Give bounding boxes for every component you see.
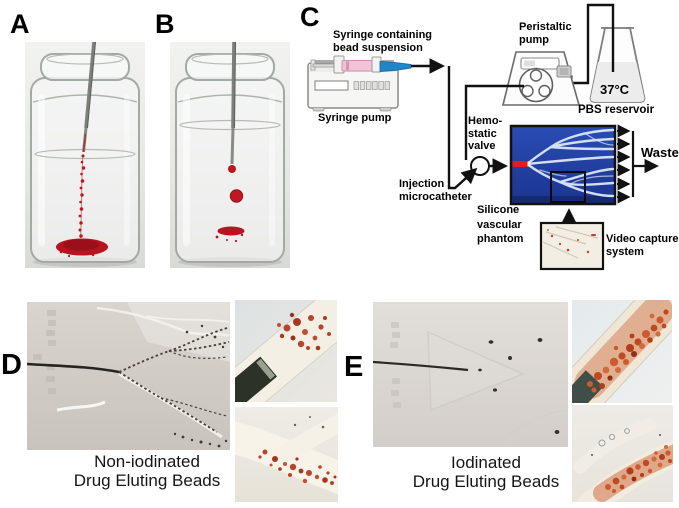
syringe-icon [310, 55, 412, 74]
hemostatic-valve-label-line2: static [468, 127, 497, 140]
small-specks [591, 434, 661, 456]
silicone-phantom-label-line3: phantom [477, 233, 524, 245]
pbs-reservoir-label: PBS reservoir [578, 104, 655, 116]
panel-d-inset-catheter-tip [235, 300, 337, 402]
waste-label: Waste [641, 145, 679, 160]
panel-e-caption-line2: Drug Eluting Beads [412, 471, 560, 491]
syringe-suspension-label-line2: bead suspension [333, 41, 423, 54]
embossed-text-marks [390, 322, 401, 408]
hemostatic-valve-label-line3: valve [468, 140, 496, 152]
bead-cluster [605, 445, 672, 493]
peristaltic-pump-label-line2: pump [519, 33, 549, 46]
panel-d-photo-phantom-noniodinated [27, 302, 230, 450]
panel-c-label: C [300, 2, 320, 32]
panel-b-photo-vial-discrete-drops [170, 42, 290, 268]
panel-d-caption: Non-iodinated Drug Eluting Beads [57, 452, 237, 490]
hemostatic-valve-label-line1: Hemo- [468, 115, 503, 127]
panel-d-inset-bifurcation [235, 407, 338, 502]
pump-display [314, 80, 349, 91]
tubing-pump-to-valve [464, 84, 524, 160]
waste-outlet-arrows [617, 124, 659, 204]
hemostatic-valve-label: Hemo- static valve [468, 115, 502, 153]
video-capture-region-outline [550, 171, 586, 203]
injection-microcatheter-label-line2: microcatheter [399, 190, 472, 203]
injection-needle [230, 42, 236, 165]
video-capture-box [539, 221, 605, 271]
falling-bead-drops [215, 165, 245, 243]
peristaltic-pump-label: Peristaltic pump [519, 21, 572, 46]
syringe-pump-label: Syringe pump [318, 112, 392, 124]
injection-microcatheter-line [447, 66, 478, 190]
syringe-pump-icon [307, 55, 412, 112]
panel-e-photo-phantom-iodinated [373, 302, 568, 447]
glass-vial [30, 53, 140, 263]
peristaltic-pump-icon [501, 51, 581, 106]
bead-pile [56, 238, 108, 258]
catheter-segment [572, 370, 604, 403]
video-capture-label: Video capture system [606, 233, 679, 258]
pump-buttons [353, 81, 390, 90]
tubing-reservoir-to-pump [556, 3, 615, 91]
temperature-label: 37°C [600, 82, 630, 97]
panel-e-label: E [344, 351, 364, 383]
silicone-phantom-label-line2: vascular [477, 218, 522, 231]
video-frame-vessels [542, 226, 599, 259]
panel-d-caption-line1: Non-iodinated [94, 452, 200, 471]
top-specks [293, 416, 325, 429]
panel-e-caption-line1: Iodinated [451, 453, 521, 472]
bead-cluster [258, 449, 337, 485]
video-capture-label-line2: system [606, 245, 644, 258]
panel-e-caption: Iodinated Drug Eluting Beads [398, 453, 574, 491]
catheter-line [27, 362, 120, 374]
photo-background [373, 302, 568, 447]
video-frame-beads [547, 229, 596, 254]
embossed-text-marks [33, 310, 56, 394]
panel-b-label: B [155, 9, 175, 39]
silicone-phantom-label: Silicone vascular phantom [477, 203, 523, 247]
panel-a-photo-vial-dispersing-beads [25, 42, 145, 268]
bead-specks [478, 338, 560, 434]
silicone-phantom-label-line1: Silicone [477, 204, 520, 216]
empty-bead-outlines [598, 428, 630, 447]
pbs-flask-icon [589, 27, 646, 103]
vessel-tube [235, 300, 337, 402]
vascular-phantom-box [509, 124, 617, 206]
microcatheter-in-phantom [512, 161, 528, 167]
catheter-segment [235, 356, 278, 402]
peristaltic-pump-label-line1: Peristaltic [519, 21, 572, 33]
dispersing-bead-stream [78, 153, 86, 239]
bead-cluster [587, 309, 669, 393]
panel-e-inset-bifurcation [572, 405, 673, 502]
catheter-line [373, 360, 469, 372]
panel-a-label: A [10, 9, 30, 39]
vessel-branches [235, 413, 338, 495]
panel-d-caption-line2: Drug Eluting Beads [73, 470, 221, 490]
bead-specks [173, 324, 228, 448]
injection-microcatheter-label: Injection microcatheter [399, 178, 472, 203]
faint-vessel-outline [492, 409, 568, 447]
panel-d-label: D [1, 349, 22, 381]
bead-filled-branches [118, 327, 230, 433]
injection-microcatheter-label-line1: Injection [399, 178, 445, 190]
phantom-fold-sheen [427, 330, 525, 412]
injection-needle [82, 42, 96, 153]
bead-cluster [277, 312, 331, 351]
experimental-setup-diagram [307, 3, 659, 271]
video-capture-label-line1: Video capture [606, 233, 679, 245]
panel-e-inset-filled-tube [572, 300, 672, 403]
syringe-suspension-label: Syringe containing bead suspension [333, 29, 432, 54]
syringe-suspension-label-line1: Syringe containing [333, 29, 433, 41]
syringe-tip [379, 61, 412, 72]
